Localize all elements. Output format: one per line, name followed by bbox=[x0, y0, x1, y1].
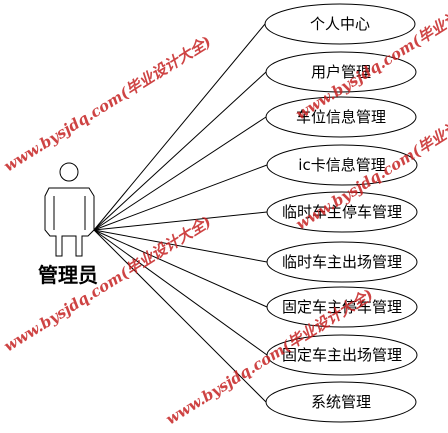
association-line bbox=[93, 211, 268, 231]
association-line bbox=[93, 23, 266, 231]
association-line bbox=[93, 229, 267, 403]
use-case-ellipse bbox=[266, 191, 418, 233]
association-line bbox=[93, 116, 267, 231]
actor-figure bbox=[44, 162, 95, 257]
use-case-label: 系统管理 bbox=[311, 393, 371, 411]
association-line bbox=[93, 164, 268, 231]
association-line bbox=[93, 71, 267, 231]
use-case-label: 用户管理 bbox=[311, 63, 371, 81]
use-case: 临时车主停车管理 bbox=[266, 191, 418, 233]
use-case-label: 临时车主出场管理 bbox=[282, 253, 402, 271]
use-case: ic卡信息管理 bbox=[266, 144, 418, 186]
use-case-label: ic卡信息管理 bbox=[298, 156, 385, 174]
association-line bbox=[93, 229, 268, 356]
use-case-label: 车位信息管理 bbox=[296, 108, 386, 126]
use-case-ellipse bbox=[266, 144, 418, 186]
use-case: 车位信息管理 bbox=[265, 96, 417, 138]
use-case-ellipse bbox=[266, 286, 418, 328]
actor-head bbox=[59, 162, 79, 182]
use-case-ellipse bbox=[266, 334, 418, 376]
use-case-label: 固定车主停车管理 bbox=[282, 298, 402, 316]
use-case-label: 个人中心 bbox=[310, 15, 370, 33]
use-case-ellipse bbox=[264, 3, 416, 45]
use-case-label: 固定车主出场管理 bbox=[282, 346, 402, 364]
use-case: 个人中心 bbox=[264, 3, 416, 45]
use-case-ellipse bbox=[266, 241, 418, 283]
association-lines bbox=[93, 23, 268, 403]
actor-body bbox=[44, 187, 95, 257]
use-case: 固定车主停车管理 bbox=[266, 286, 418, 328]
use-case: 系统管理 bbox=[265, 381, 417, 423]
actor-label: 管理员 bbox=[38, 263, 98, 287]
association-line bbox=[93, 229, 268, 263]
use-case-ellipse bbox=[265, 96, 417, 138]
use-case-ellipse bbox=[265, 51, 417, 93]
use-case-ellipse bbox=[265, 381, 417, 423]
use-case: 用户管理 bbox=[265, 51, 417, 93]
use-case: 临时车主出场管理 bbox=[266, 241, 418, 283]
association-line bbox=[93, 229, 268, 308]
watermark-text: www.bysjdq.com(毕业设计大全) bbox=[1, 32, 215, 175]
use-case: 固定车主出场管理 bbox=[266, 334, 418, 376]
watermark-text: www.bysjdq.com(毕业设计大全) bbox=[1, 212, 215, 355]
use-case-label: 临时车主停车管理 bbox=[282, 203, 402, 221]
